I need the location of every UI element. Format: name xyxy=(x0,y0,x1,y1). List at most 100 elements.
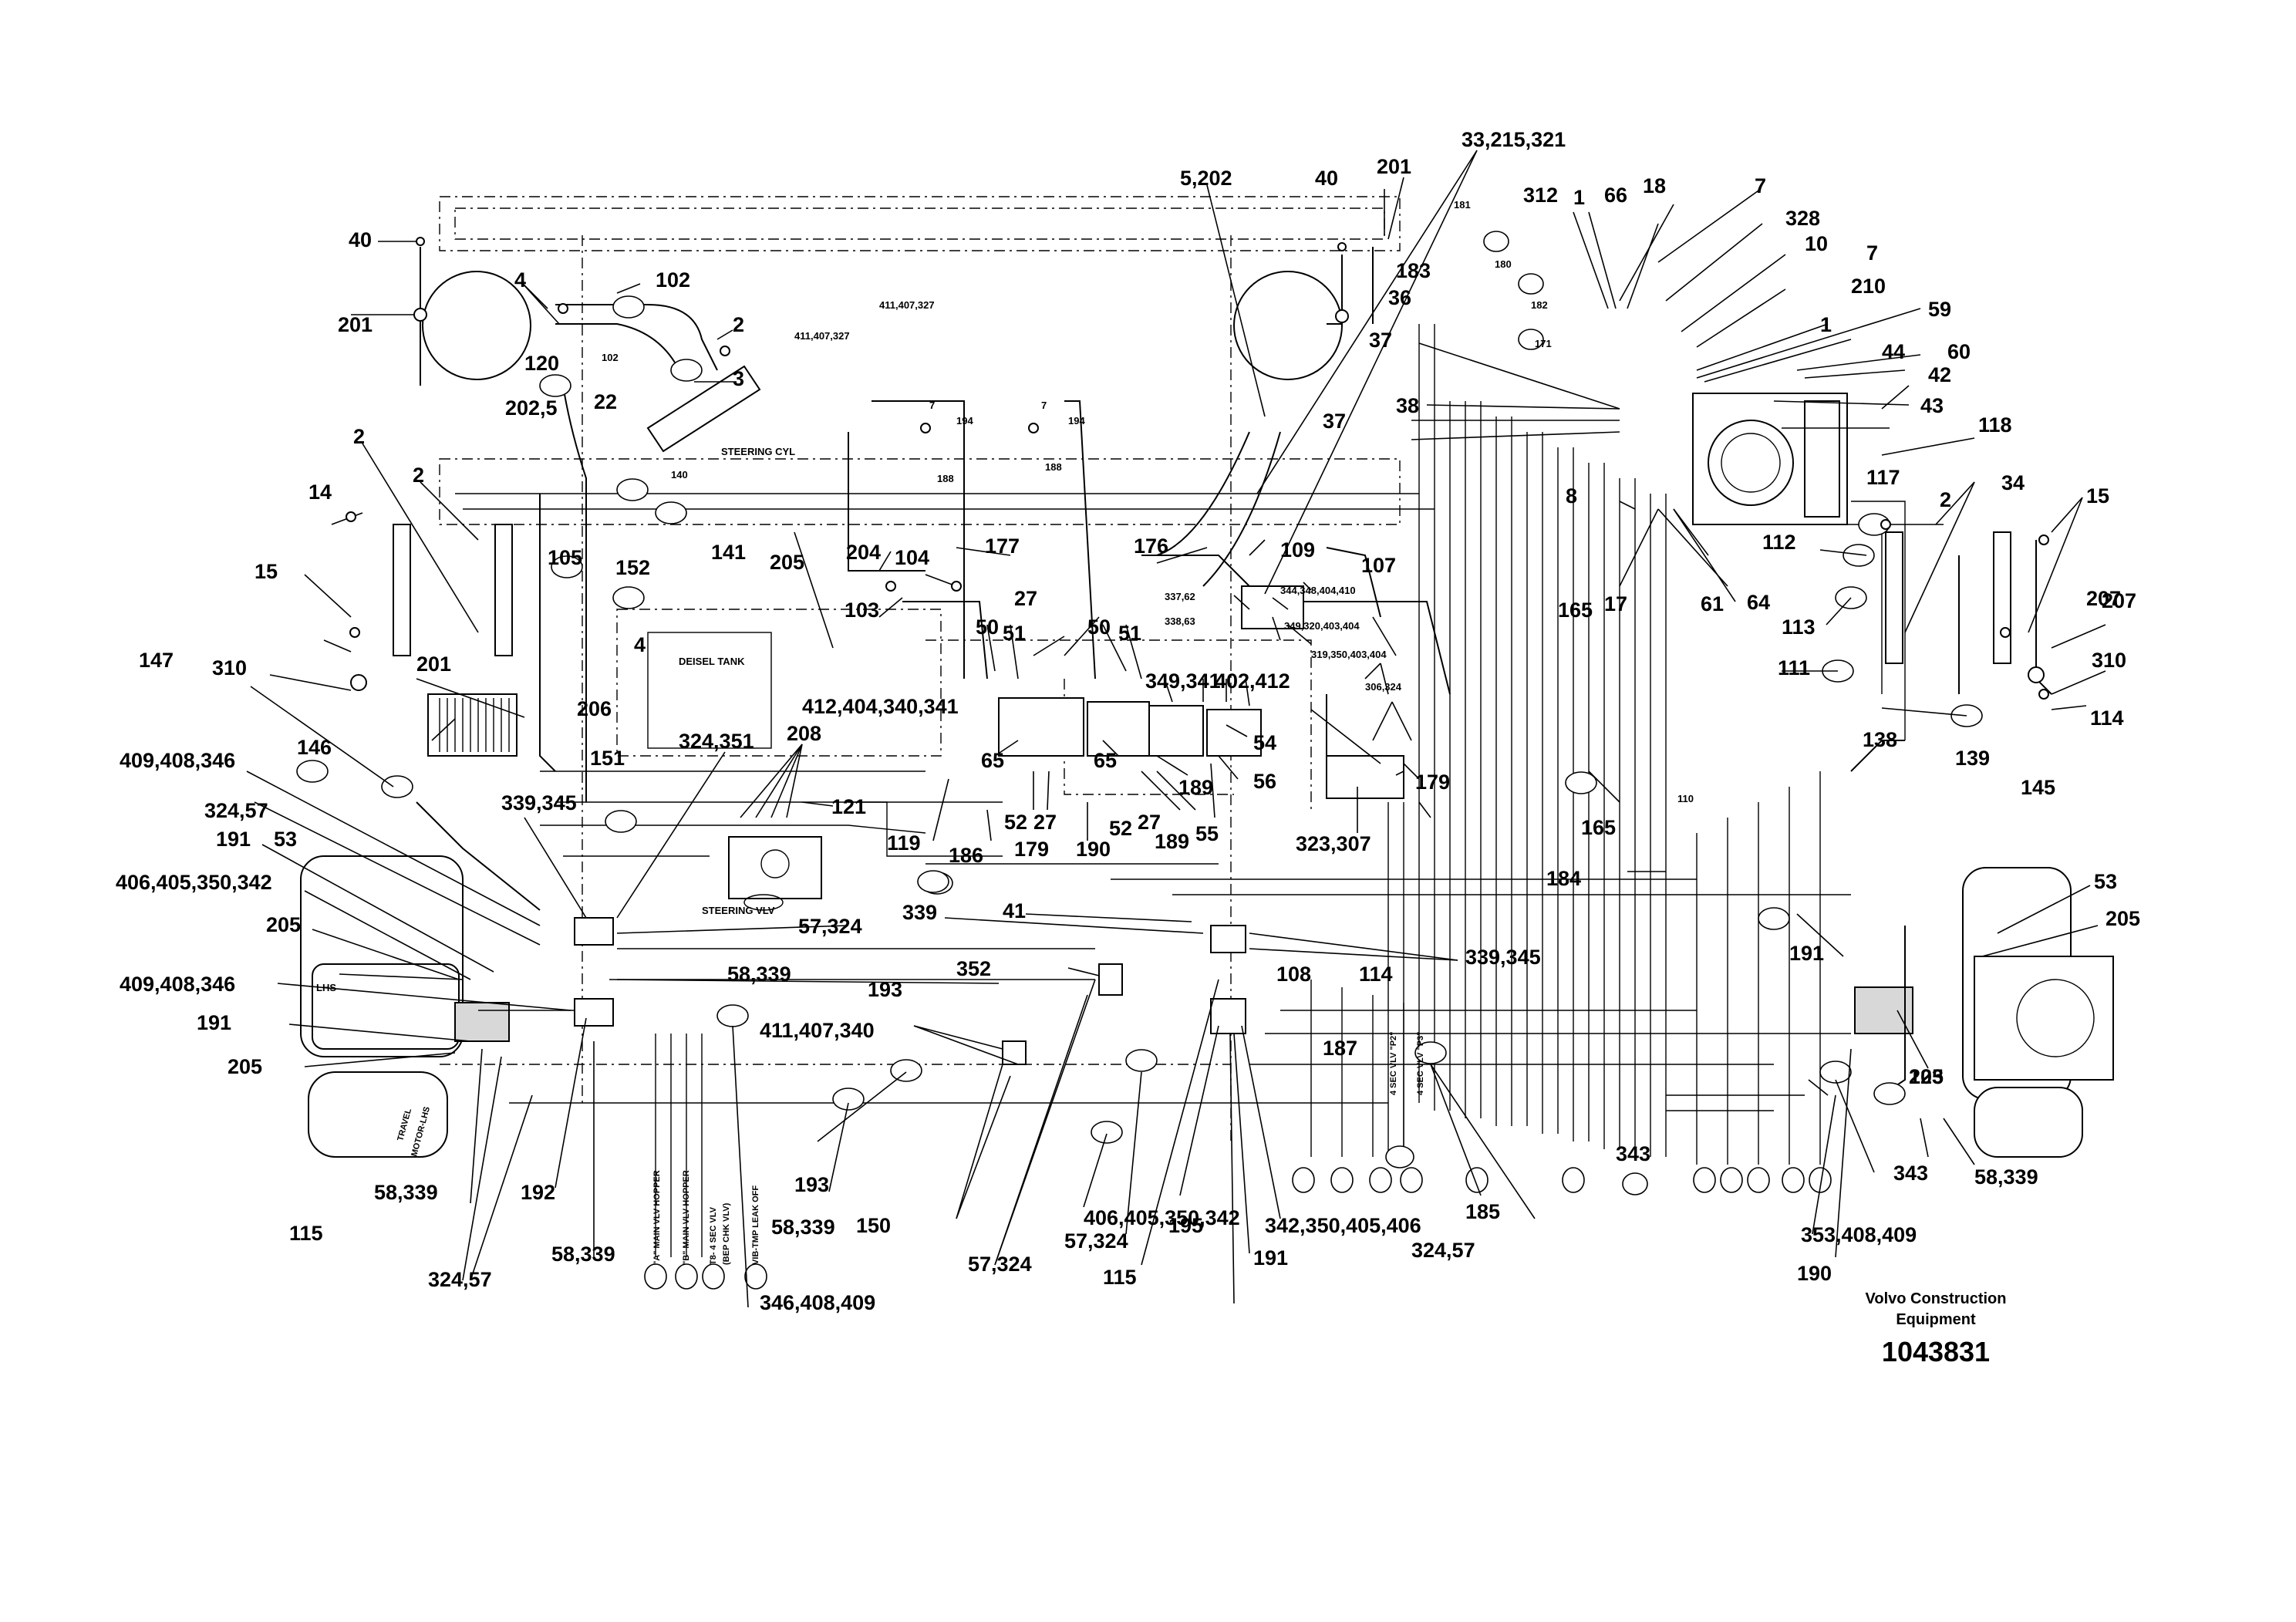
callout: 183 xyxy=(1396,259,1431,282)
callout: 412,404,340,341 xyxy=(802,695,959,718)
left-cylinder-b xyxy=(494,524,513,656)
callout: 14 xyxy=(308,481,332,504)
callout: 114 xyxy=(2090,706,2124,730)
callout: 312 xyxy=(1523,184,1558,207)
callout: 60 xyxy=(1947,340,1971,363)
callout: 187 xyxy=(1323,1037,1357,1060)
callout: 57,324 xyxy=(968,1253,1032,1276)
lhs-label: LHS xyxy=(316,982,336,993)
callout: 324,57 xyxy=(1411,1239,1475,1262)
callout: 57,324 xyxy=(798,915,862,938)
callout: 56 xyxy=(1253,770,1276,793)
callout: 54 xyxy=(1253,731,1276,754)
callout: 7 xyxy=(1755,174,1766,197)
diesel-tank-box xyxy=(647,632,772,749)
callout: 58,339 xyxy=(374,1181,438,1204)
valve-block-left-top xyxy=(574,917,614,946)
callout: 17 xyxy=(1604,592,1627,615)
callout: 181 xyxy=(1454,199,1471,211)
callout: 27 xyxy=(1014,587,1037,610)
valve-352 xyxy=(1098,963,1123,996)
cooler xyxy=(427,693,518,757)
callout: 10 xyxy=(1805,232,1828,255)
callout: 150 xyxy=(856,1214,891,1237)
callout: 406,405,350,342 xyxy=(116,871,272,894)
steering-vlv-label: STEERING VLV xyxy=(702,905,775,916)
callout: 15 xyxy=(2086,484,2109,508)
callout: 179 xyxy=(1014,838,1049,861)
callout: 344,348,404,410 xyxy=(1280,585,1356,596)
manufacturer-line2: Equipment xyxy=(1896,1311,1976,1328)
callout: 59 xyxy=(1928,298,1951,321)
callout: 118 xyxy=(1978,413,2012,437)
manufacturer-line1: Volvo Construction xyxy=(1866,1290,2007,1307)
callout: 353,408,409 xyxy=(1801,1223,1917,1246)
callout: 34 xyxy=(2001,471,2025,494)
callout: 123 xyxy=(1909,1065,1944,1088)
components xyxy=(300,271,2114,1158)
hose-tag-4sec-p2: 4 SEC VLV "P2" xyxy=(1389,1032,1398,1095)
callout: 65 xyxy=(1094,749,1117,772)
callout: 52 xyxy=(1004,811,1027,834)
callout: 202,5 xyxy=(505,396,558,420)
callout: 306,324 xyxy=(1365,681,1402,693)
callout: 182 xyxy=(1531,299,1548,311)
callout: 141 xyxy=(711,541,746,564)
callout: 184 xyxy=(1546,867,1581,890)
callout: 117 xyxy=(1866,466,1900,489)
callout: 33,215,321 xyxy=(1462,128,1566,151)
callout: 194 xyxy=(956,415,973,427)
callout: 151 xyxy=(590,747,625,770)
callout: 205 xyxy=(228,1055,262,1078)
callout: 53 xyxy=(2094,870,2117,893)
hose-tag-4sec-p3: 4 SEC VLV "P3" xyxy=(1416,1032,1425,1095)
callout: 324,57 xyxy=(204,799,268,822)
callout: 58,339 xyxy=(1974,1165,2038,1189)
valve-411 xyxy=(1002,1040,1027,1065)
callout: 205 xyxy=(266,913,301,936)
callout: 188 xyxy=(1045,461,1062,473)
callout: 342,350,405,406 xyxy=(1265,1214,1421,1237)
callout: 115 xyxy=(289,1222,323,1245)
callout: 339,345 xyxy=(1465,946,1541,969)
callout: 204 xyxy=(846,541,881,564)
callout: 145 xyxy=(2021,776,2055,799)
callout: 51 xyxy=(1003,622,1026,645)
hose-tag-bep-chk: (BEP CHK VLV) xyxy=(722,1202,731,1265)
hose-tag-t8: T8- 4 SEC VLV xyxy=(709,1206,718,1265)
drawing-number: 1043831 xyxy=(1882,1336,1990,1367)
right-travel-motor xyxy=(1854,867,2114,1158)
callout: 409,408,346 xyxy=(120,749,235,772)
valve-block-center-bottom xyxy=(1210,998,1246,1034)
callout: 114 xyxy=(1359,963,1393,986)
callout: 2 xyxy=(733,313,744,336)
callout: 191 xyxy=(1253,1246,1288,1270)
callout: 191 xyxy=(197,1011,231,1034)
callout: 189 xyxy=(1155,830,1189,853)
callout: 190 xyxy=(1797,1262,1832,1285)
callout: 3 xyxy=(733,367,744,390)
callout: 57,324 xyxy=(1064,1229,1128,1253)
left-cylinder-a xyxy=(393,524,411,656)
callout: 206 xyxy=(577,697,612,720)
callout: 193 xyxy=(794,1173,829,1196)
callout: 310 xyxy=(2092,649,2126,672)
callout: 324,351 xyxy=(679,730,754,753)
callout: 349,341 xyxy=(1145,669,1221,693)
callout: 165 xyxy=(1581,816,1616,839)
callout: 51 xyxy=(1118,622,1141,645)
callout: 352 xyxy=(956,957,991,980)
callout: 138 xyxy=(1863,728,1897,751)
callout: 207 xyxy=(2102,589,2136,612)
chassis-outline xyxy=(439,196,1401,1141)
callout: 343 xyxy=(1893,1162,1928,1185)
callout: 191 xyxy=(216,828,251,851)
callout: 189 xyxy=(1178,776,1213,799)
callout: 191 xyxy=(1789,942,1824,965)
callout: 40 xyxy=(1315,167,1338,190)
callout: 2 xyxy=(1940,488,1951,511)
callout: 323,307 xyxy=(1296,832,1371,855)
callout: 58,339 xyxy=(551,1243,615,1266)
callout: 108 xyxy=(1276,963,1311,986)
